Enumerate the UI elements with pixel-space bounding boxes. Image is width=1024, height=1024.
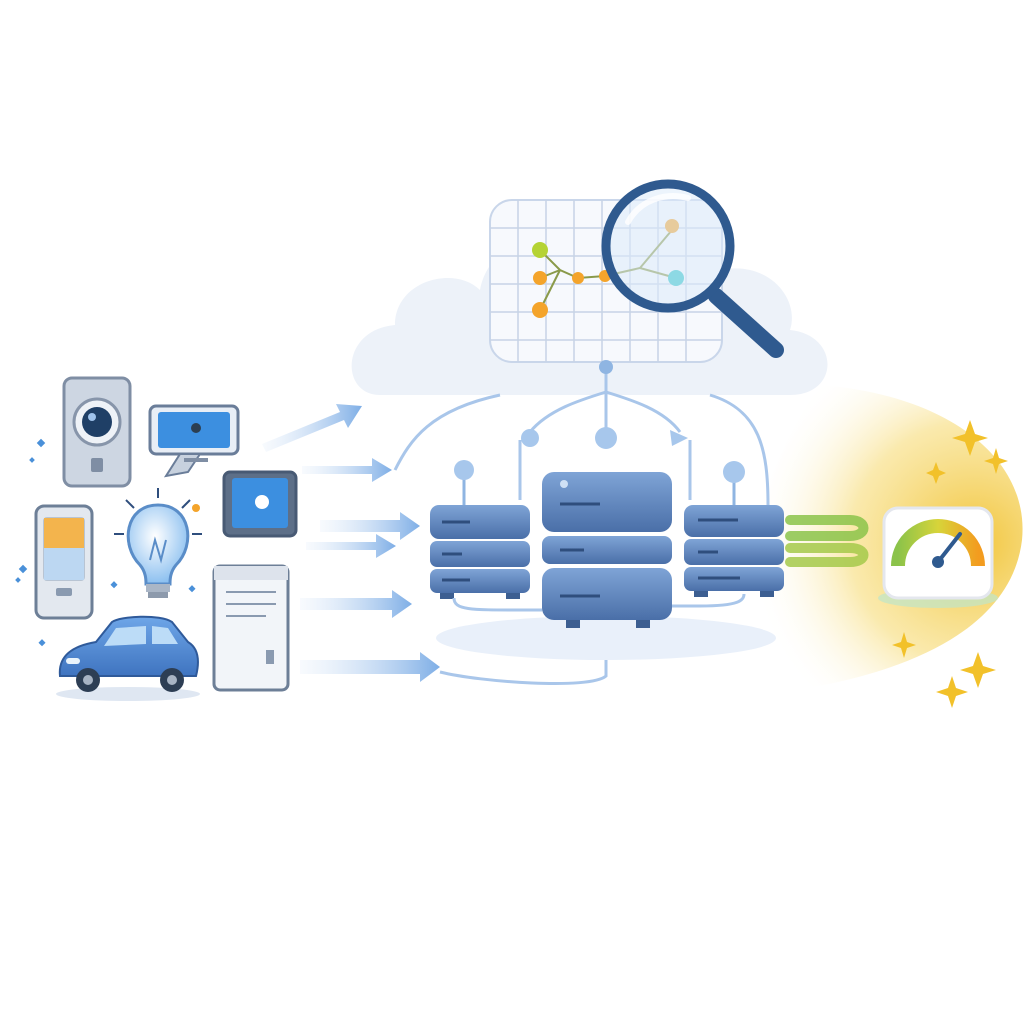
server-left xyxy=(430,460,530,599)
junction-node xyxy=(595,427,617,449)
server-link xyxy=(452,597,542,612)
server-right xyxy=(684,461,784,597)
graph-node xyxy=(572,272,584,284)
graph-node xyxy=(533,271,547,285)
output-glow xyxy=(700,385,1023,700)
graph-node xyxy=(532,242,548,258)
junction-node xyxy=(521,429,539,447)
tablet-icon xyxy=(222,470,298,538)
magnifier-icon xyxy=(601,179,784,358)
car-icon xyxy=(56,615,200,701)
monitor-icon xyxy=(148,404,240,478)
server-center xyxy=(542,472,672,628)
phone-icon xyxy=(34,504,94,620)
tower-icon xyxy=(212,564,290,692)
camera-icon xyxy=(62,376,132,488)
server-link xyxy=(672,593,746,608)
sparkle-icons xyxy=(892,420,1008,708)
lightbulb-icon xyxy=(114,488,202,598)
speedometer-icon xyxy=(878,506,998,608)
output-arrows xyxy=(785,515,869,567)
device-input-arrows xyxy=(262,404,440,682)
server-shadow xyxy=(436,616,776,660)
graph-node xyxy=(532,302,548,318)
return-line xyxy=(439,630,608,685)
junction-node xyxy=(599,360,613,374)
junction-arrow xyxy=(670,430,688,446)
